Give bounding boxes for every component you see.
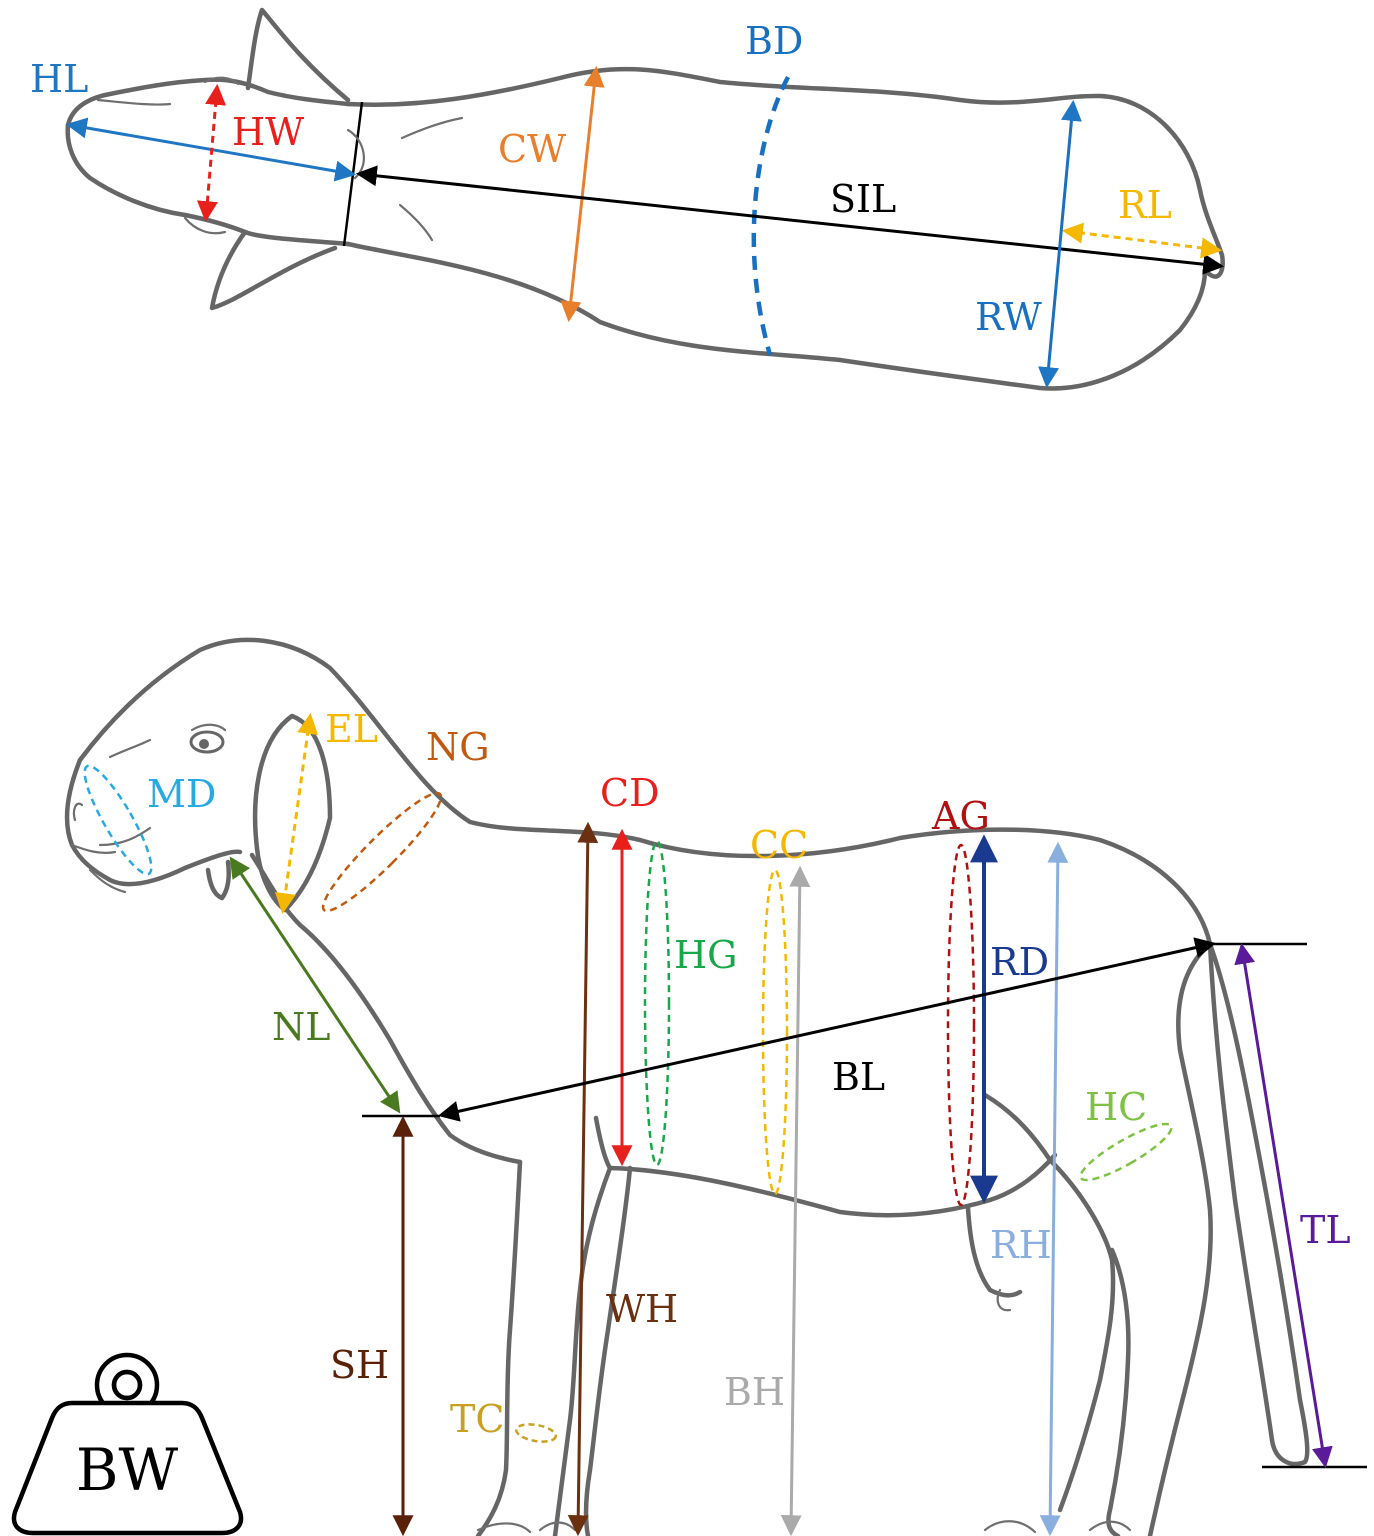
cc-ellipse <box>763 870 787 1194</box>
ag-ellipse <box>948 845 974 1205</box>
label-hg: HG <box>674 933 738 977</box>
label-bl: BL <box>832 1055 885 1099</box>
weight-icon-label: BW <box>76 1436 179 1504</box>
label-rl: RL <box>1118 183 1172 227</box>
label-rh: RH <box>990 1223 1052 1267</box>
rh-arrow <box>1050 846 1058 1532</box>
rl-arrow <box>1066 231 1218 250</box>
side-view-outline <box>67 640 1367 1536</box>
hw-arrow <box>206 88 217 218</box>
rw-arrow <box>1047 104 1073 384</box>
ng-ellipse <box>313 783 450 920</box>
hg-ellipse <box>645 841 669 1165</box>
tl-arrow <box>1242 947 1325 1464</box>
weight-icon: BW <box>14 1355 241 1533</box>
label-bd: BD <box>745 19 803 63</box>
label-ag: AG <box>931 794 990 838</box>
wh-arrow <box>578 826 588 1532</box>
label-bh: BH <box>724 1370 785 1414</box>
label-tl: TL <box>1300 1208 1351 1252</box>
label-hl: HL <box>30 57 88 101</box>
nl-arrow <box>232 860 398 1110</box>
label-hc: HC <box>1085 1085 1147 1129</box>
top-view-labels: HL HW CW BD SIL RL RW <box>30 19 1172 339</box>
label-hw: HW <box>232 110 304 154</box>
label-tc: TC <box>450 1397 504 1441</box>
tc-ellipse <box>515 1422 557 1445</box>
label-sh: SH <box>330 1343 389 1387</box>
label-ng: NG <box>426 725 490 769</box>
label-rw: RW <box>975 295 1042 339</box>
label-wh: WH <box>606 1287 678 1331</box>
side-view-labels: MD EL NG CD CC AG HG RD NL BL HC TL RH W… <box>147 707 1351 1441</box>
sil-arrow <box>360 174 1220 266</box>
top-view-outline <box>68 10 1223 388</box>
label-md: MD <box>147 772 216 816</box>
label-el: EL <box>325 707 378 751</box>
label-cc: CC <box>750 823 808 867</box>
label-cw: CW <box>498 127 566 171</box>
label-sil: SIL <box>830 177 896 221</box>
cw-arrow <box>569 70 596 318</box>
label-nl: NL <box>272 1005 330 1049</box>
label-cd: CD <box>600 771 660 815</box>
label-rd: RD <box>990 940 1049 984</box>
